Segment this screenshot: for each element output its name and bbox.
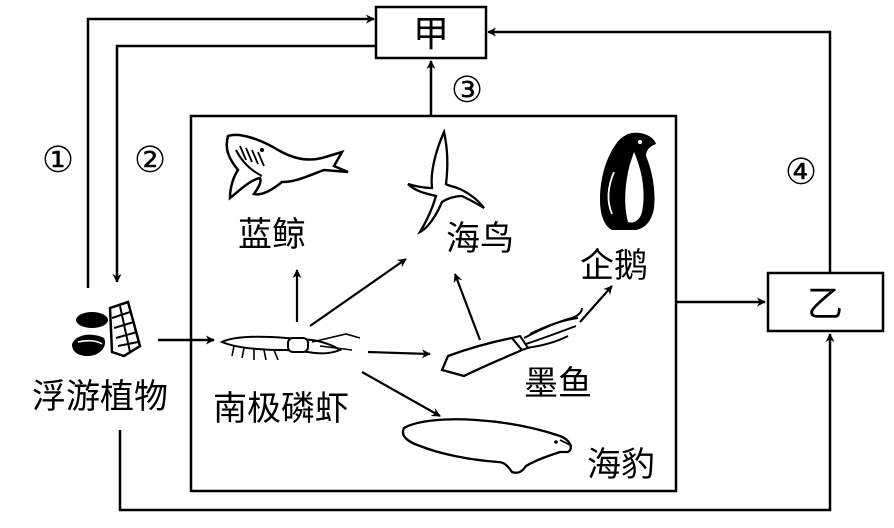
seal-icon xyxy=(401,418,573,474)
krill-icon xyxy=(219,333,361,361)
arrow-krill-to-squid xyxy=(367,349,431,359)
label-arrow-3: ③ xyxy=(451,70,483,111)
label-seal: 海豹 xyxy=(587,445,655,485)
label-arrow-2: ② xyxy=(134,140,166,181)
label-plankton: 浮游植物 xyxy=(32,377,168,417)
label-squid: 墨鱼 xyxy=(524,364,592,404)
penguin-icon xyxy=(600,132,656,230)
seabird-icon xyxy=(407,128,485,235)
box-jia xyxy=(374,5,488,60)
label-arrow-4: ④ xyxy=(785,152,817,193)
plankton-icon xyxy=(72,300,142,358)
arrow-1 xyxy=(86,14,375,288)
squid-icon xyxy=(440,307,583,378)
blue-whale-icon xyxy=(225,133,349,201)
label-krill: 南极磷虾 xyxy=(213,389,349,429)
arrow-plankton-to-yi xyxy=(118,333,835,512)
label-yi: 乙 xyxy=(807,284,843,325)
label-jia: 甲 xyxy=(413,14,449,55)
arrow-4 xyxy=(487,27,832,273)
arrow-squid-to-penguin xyxy=(579,285,613,323)
label-blue-whale: 蓝鲸 xyxy=(238,215,306,255)
label-penguin: 企鹅 xyxy=(580,246,648,286)
label-arrow-1: ① xyxy=(42,140,74,181)
arrow-squid-to-seabird xyxy=(453,273,482,341)
arrow-2 xyxy=(112,44,376,283)
arrow-krill-to-seal xyxy=(361,371,441,417)
arrow-krill-to-seabird xyxy=(309,258,407,327)
label-seabird: 海鸟 xyxy=(446,219,514,259)
box-yi xyxy=(766,271,885,333)
ecosystem-box xyxy=(189,114,678,493)
